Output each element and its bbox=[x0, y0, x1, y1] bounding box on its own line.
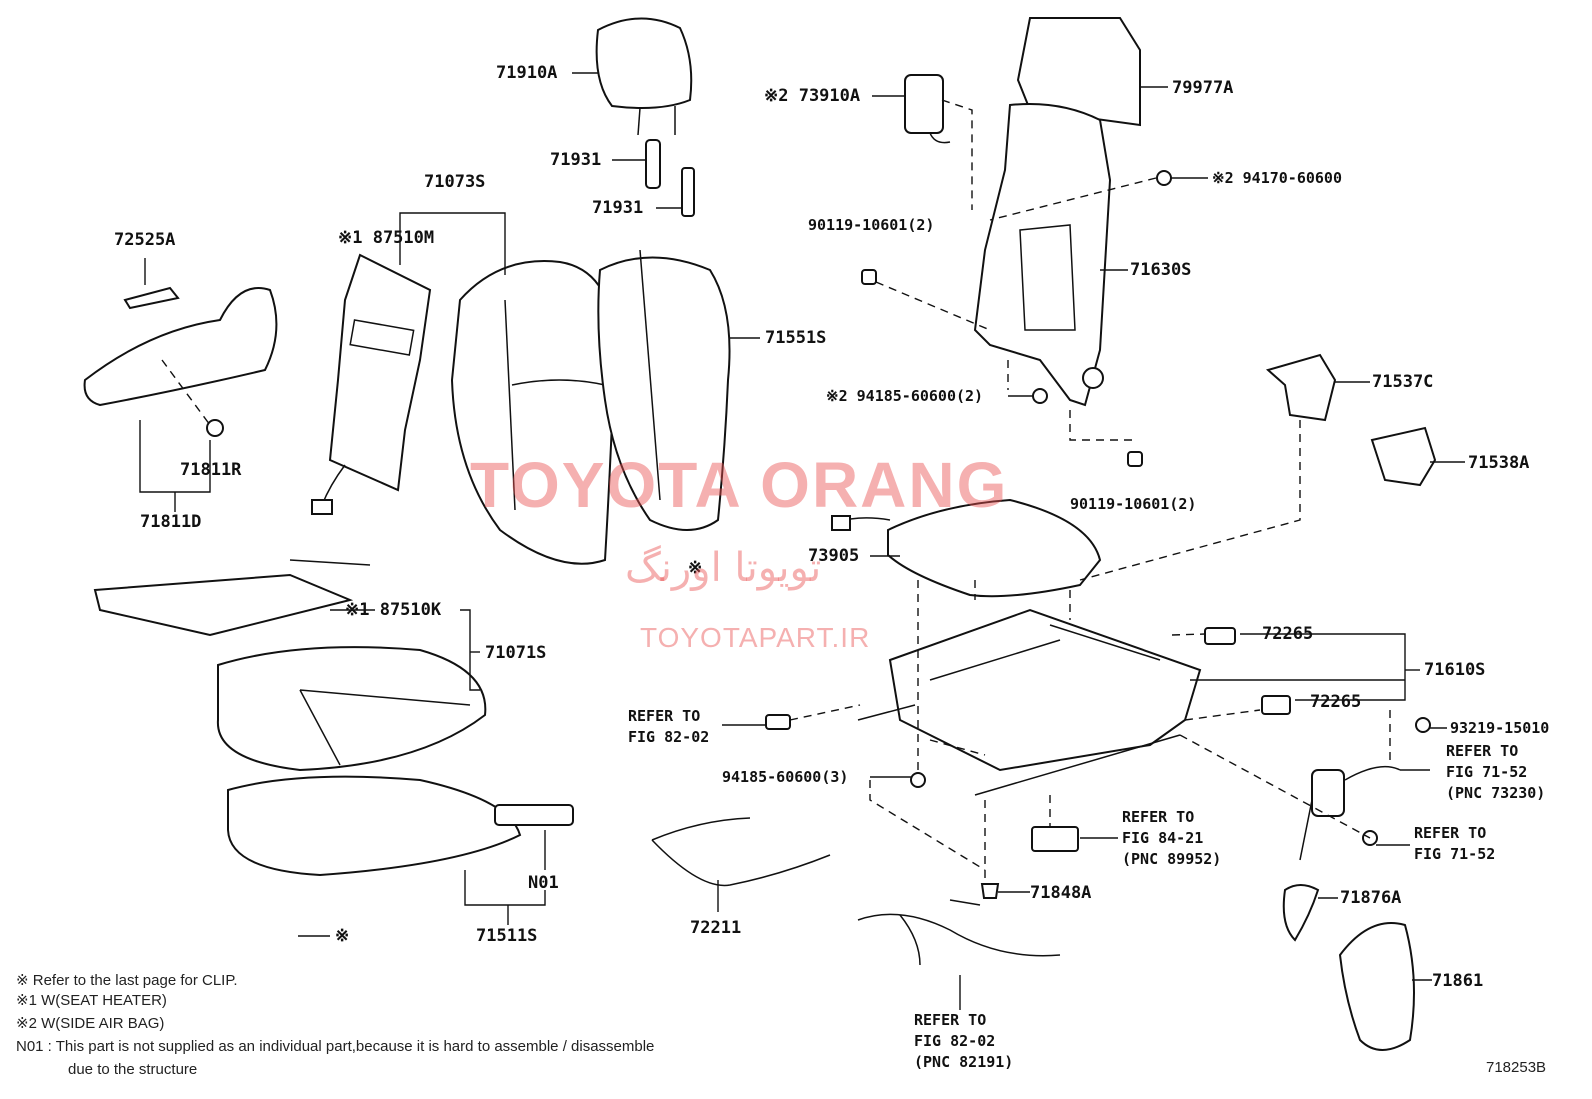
label-clip-2: ※ bbox=[335, 926, 350, 946]
refer-84-21-line2: FIG 84-21 bbox=[1122, 829, 1204, 847]
refer-82-02-line1: REFER TO bbox=[628, 707, 701, 725]
cover-71538A bbox=[1370, 426, 1437, 487]
seatback-cover-71551S bbox=[597, 249, 731, 531]
footnote-clip: ※ Refer to the last page for CLIP. bbox=[16, 972, 238, 989]
label-72525A: 72525A bbox=[114, 230, 176, 250]
refer-82-02-line2: FIG 82-02 bbox=[628, 728, 710, 746]
refer-84-21-line3: (PNC 89952) bbox=[1122, 850, 1222, 868]
label-73905: 73905 bbox=[808, 546, 860, 566]
watermark-title: TOYOTA ORANG bbox=[470, 449, 1009, 521]
airbag-73910A bbox=[904, 74, 951, 144]
label-71876A: 71876A bbox=[1340, 888, 1402, 908]
refer-84-21-line1: REFER TO bbox=[1122, 808, 1195, 826]
label-clip-1: ※ bbox=[688, 558, 703, 578]
assembly-lines bbox=[161, 99, 1391, 880]
side-cover-71811D bbox=[83, 286, 278, 437]
refer-82-02-b-line2: FIG 82-02 bbox=[914, 1032, 996, 1050]
clip-71848A bbox=[980, 883, 1000, 899]
refer-82-02-b-line3: (PNC 82191) bbox=[914, 1053, 1014, 1071]
label-71931-b: 71931 bbox=[592, 198, 644, 218]
label-71848A: 71848A bbox=[1030, 883, 1092, 903]
diagram-code: 718253B bbox=[1486, 1059, 1547, 1076]
refer-71-52-b-line2: FIG 71-52 bbox=[1414, 845, 1496, 863]
footnote-side-airbag: ※2 W(SIDE AIR BAG) bbox=[16, 1015, 165, 1032]
cover-71537C bbox=[1265, 353, 1337, 422]
heater-87510K bbox=[93, 559, 371, 637]
label-93219-15010: 93219-15010 bbox=[1450, 719, 1550, 737]
label-71551S: 71551S bbox=[765, 328, 827, 348]
label-71538A: 71538A bbox=[1468, 453, 1530, 473]
refer-71-52-line2: FIG 71-52 bbox=[1446, 763, 1528, 781]
label-79977A: 79977A bbox=[1172, 78, 1234, 98]
label-90119-10601-b: 90119-10601(2) bbox=[1070, 495, 1197, 513]
refer-71-52-line1: REFER TO bbox=[1446, 742, 1519, 760]
refer-71-52-line3: (PNC 73230) bbox=[1446, 784, 1546, 802]
cover-71876A bbox=[1282, 884, 1320, 942]
footnote-n01: N01 : This part is not supplied as an in… bbox=[16, 1038, 655, 1055]
label-71811R: 71811R bbox=[180, 460, 242, 480]
refer-71-52-b-line1: REFER TO bbox=[1414, 824, 1487, 842]
wire-harness bbox=[857, 899, 1061, 966]
watermark-url: TOYOTAPART.IR bbox=[640, 622, 871, 653]
refer-82-02-b-line1: REFER TO bbox=[914, 1011, 987, 1029]
label-71537C: 71537C bbox=[1372, 372, 1434, 392]
seatback-frame-71630S bbox=[973, 103, 1112, 407]
label-72265-a: 72265 bbox=[1262, 624, 1314, 644]
label-71511S: 71511S bbox=[476, 926, 538, 946]
label-72265-b: 72265 bbox=[1310, 692, 1362, 712]
seatback-pad-71073S bbox=[450, 260, 617, 565]
label-87510K: ※1 87510K bbox=[345, 600, 442, 620]
label-71811D: 71811D bbox=[140, 512, 202, 532]
heater-87510M bbox=[311, 253, 432, 515]
headrest-support-71931 bbox=[645, 139, 695, 217]
seat-frame-71610S bbox=[857, 608, 1202, 796]
label-94185-60600-b: 94185-60600(3) bbox=[722, 768, 849, 786]
label-71630S: 71630S bbox=[1130, 260, 1192, 280]
footnote-n01-cont: due to the structure bbox=[68, 1061, 198, 1078]
label-72211: 72211 bbox=[690, 918, 742, 938]
cushion-cover-71511S bbox=[227, 775, 574, 877]
board-79977A bbox=[1016, 17, 1141, 127]
watermark-farsi: تویوتا اورنگ bbox=[625, 545, 822, 591]
label-94170-60600: ※2 94170-60600 bbox=[1212, 169, 1342, 187]
bolts bbox=[861, 170, 1431, 846]
label-71071S: 71071S bbox=[485, 643, 547, 663]
label-90119-10601-a: 90119-10601(2) bbox=[808, 216, 935, 234]
label-N01: N01 bbox=[528, 873, 559, 893]
label-94185-60600-a: ※2 94185-60600(2) bbox=[826, 387, 984, 405]
headrest-71910A bbox=[595, 17, 693, 136]
footnote-seat-heater: ※1 W(SEAT HEATER) bbox=[16, 992, 167, 1009]
label-71073S: 71073S bbox=[424, 172, 486, 192]
seatbelt-buckle bbox=[1299, 765, 1401, 861]
label-71861: 71861 bbox=[1432, 971, 1484, 991]
label-87510M: ※1 87510M bbox=[338, 228, 435, 248]
label-71610S: 71610S bbox=[1424, 660, 1486, 680]
cushion-pan-73905 bbox=[831, 498, 1102, 598]
cover-71861 bbox=[1338, 922, 1415, 1051]
wire-72211 bbox=[651, 817, 831, 887]
cushion-pad-71071S bbox=[216, 646, 487, 772]
label-73910A: ※2 73910A bbox=[764, 86, 861, 106]
label-71931-a: 71931 bbox=[550, 150, 602, 170]
connector-72265 bbox=[765, 627, 1291, 852]
label-71910A: 71910A bbox=[496, 63, 558, 83]
leader-lines bbox=[139, 72, 1465, 1010]
